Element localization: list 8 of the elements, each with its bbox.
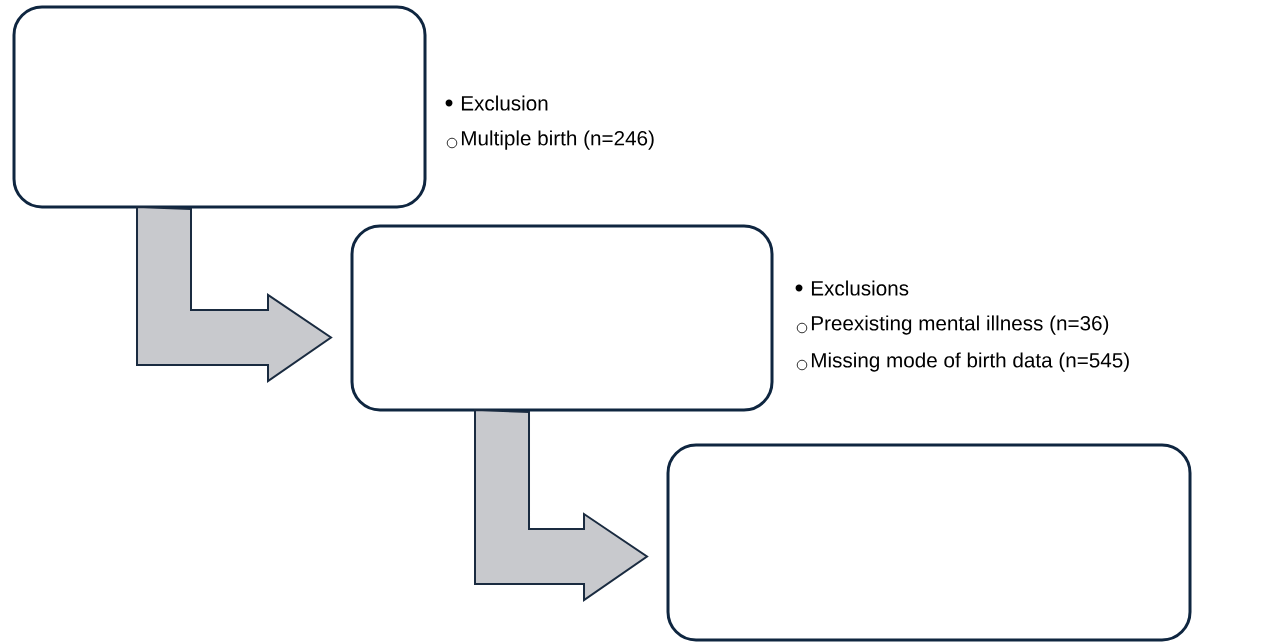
note-text: Multiple birth (n=246) [461, 130, 654, 150]
process-box [350, 224, 774, 412]
note-text: Missing mode of birth data (n=545) [811, 352, 1129, 372]
note-text: Exclusions [811, 280, 909, 296]
process-box [666, 443, 1192, 642]
note-text: Preexisting mental illness (n=36) [811, 315, 1109, 335]
note-text: Exclusion [461, 95, 548, 111]
process-box [12, 5, 427, 209]
